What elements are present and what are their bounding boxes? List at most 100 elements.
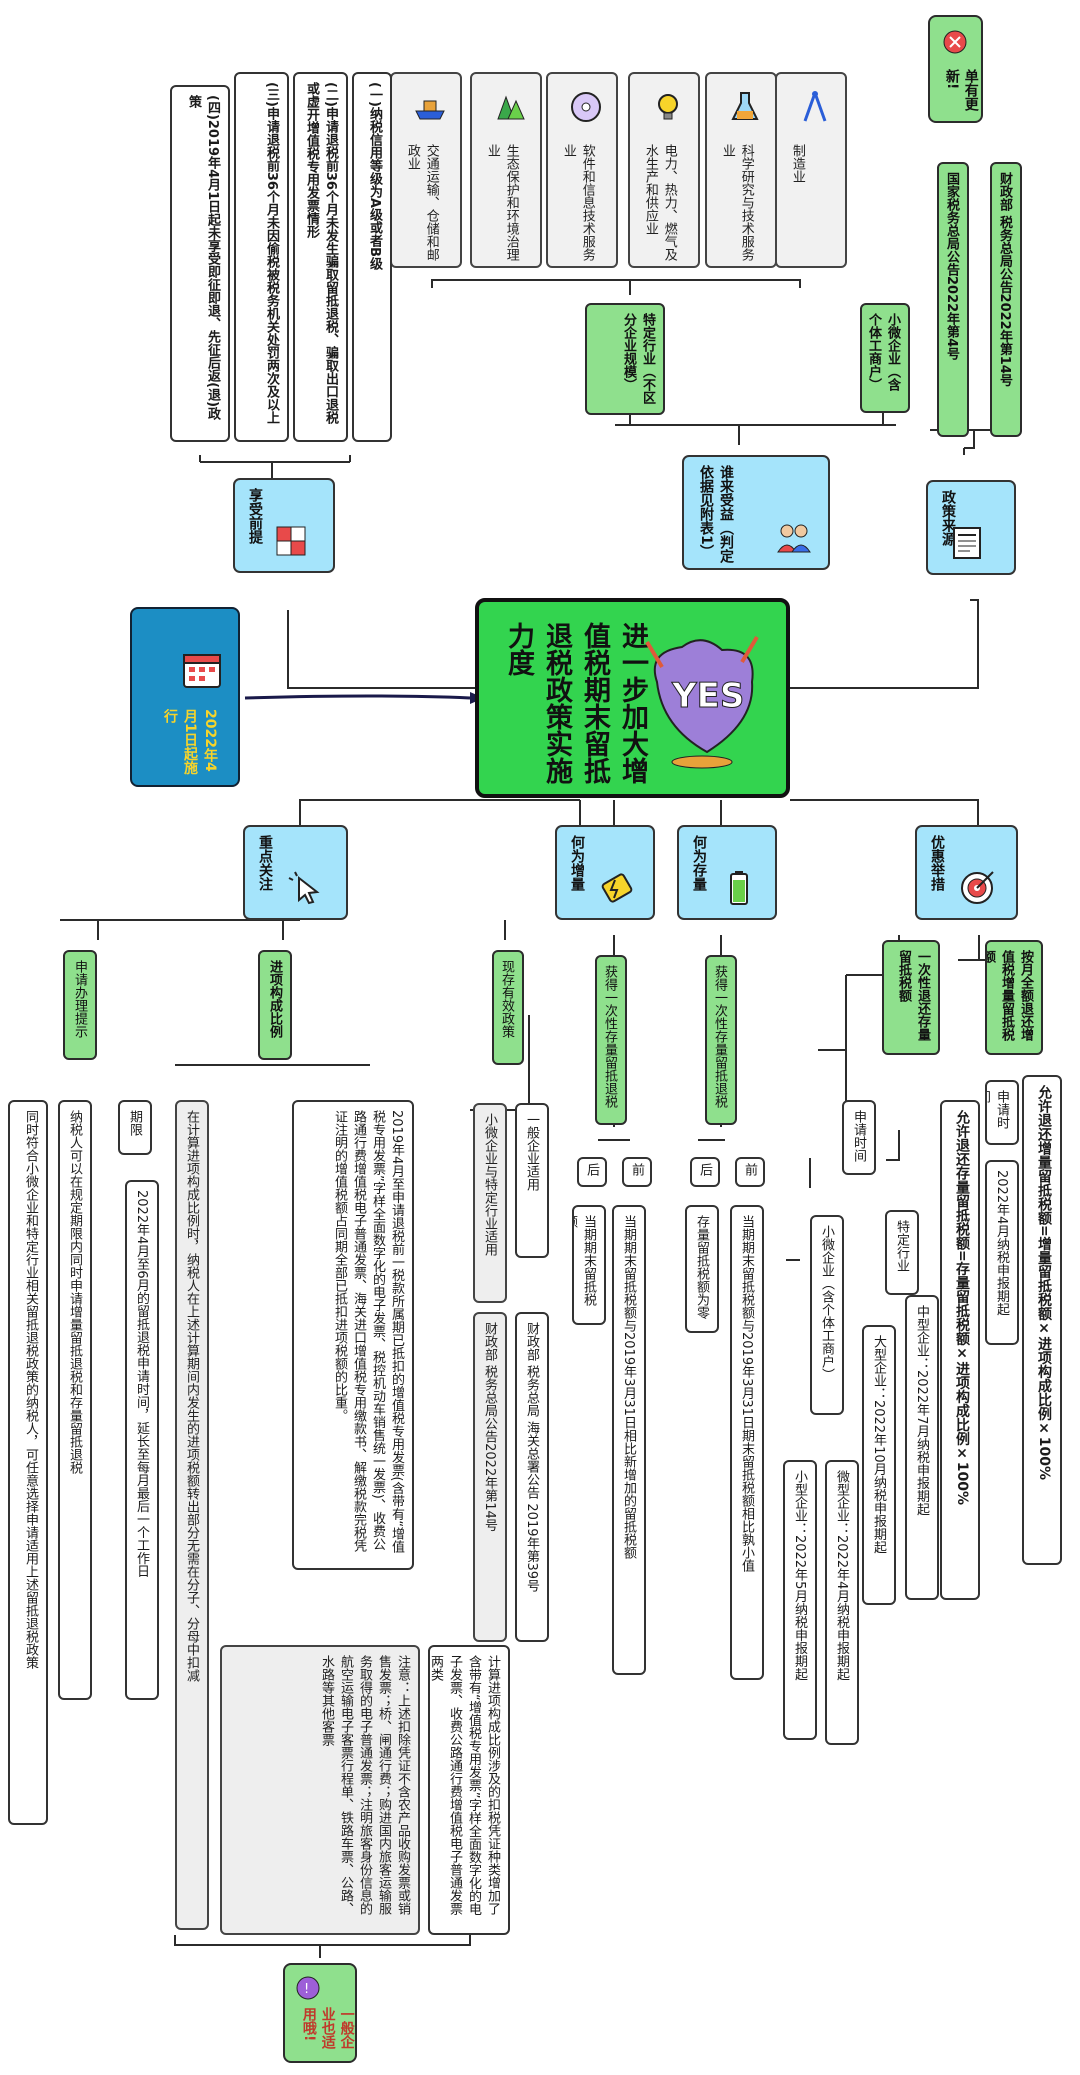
- measure-micro-enterprise: 微型企业：2022年4月纳税申报期起: [825, 1460, 859, 1745]
- stock-head: 获得一次性存量留抵退税: [705, 955, 737, 1125]
- focus-existing-policy: 现存有效政策: [492, 950, 524, 1065]
- start-date-label: 2022年4月1日起施行: [162, 709, 218, 775]
- focus-general-enterprise: 一般企业适用: [515, 1103, 549, 1258]
- focus-small-specific: 小微企业与特定行业适用: [473, 1103, 507, 1303]
- focus-general-doc: 财政部 税务总局 海关总署公告 2019年第39号: [515, 1312, 549, 1642]
- industry-3: 电力、热力、燃气及水生产和供应业: [628, 72, 700, 268]
- general-enterprise-sticker: ! 一般企业也适用哦!: [283, 1963, 357, 2063]
- battery-icon: [730, 871, 748, 905]
- measure-small-micro: 小微企业（含个体工商户）: [810, 1215, 844, 1415]
- node-who-benefits: 谁来受益（判定依据见附表1）: [682, 455, 830, 570]
- node-policy-source: 政策来源: [926, 480, 1016, 575]
- central-topic: 进一步加大增值税期末留抵退税政策实施力度 YES: [475, 598, 790, 798]
- flask-icon: [731, 92, 759, 120]
- focus-ratio-definition: 2019年4月至申请退税前一税款所属期已抵扣的增值税专用发票(含带有“增值税专用…: [292, 1100, 414, 1570]
- stock-before-text: 当期期末留抵税额与2019年3月31日期末留抵税额相比孰小值: [730, 1205, 764, 1680]
- measure-increment-formula: 允许退还增量留抵税额=增量留抵税额×进项构成比例×100%: [1022, 1075, 1062, 1565]
- puzzle-icon: [276, 526, 306, 556]
- premise-item-3: (三)申请退税前36个月未因偷税被税务机关处罚两次及以上: [234, 72, 289, 442]
- node-measures-label: 优惠举措: [929, 835, 945, 891]
- increment-after-text: 当期期末留抵税额: [572, 1205, 606, 1325]
- who-specific-industry: 特定行业（不区分企业规模）: [585, 303, 665, 415]
- focus-tip-1: 纳税人可以在规定期限内同时申请增量留抵退税和存量留抵退税: [58, 1100, 92, 1700]
- industry-label: 科学研究与技术服务业: [719, 144, 754, 261]
- node-policy-source-label: 政策来源: [940, 490, 956, 546]
- update-sticker-label: 申请表单有更新!: [943, 69, 979, 111]
- industry-1: 制造业: [775, 72, 847, 268]
- measure-apply-time-value: 2022年4月纳税申报期起: [985, 1160, 1019, 1345]
- measure-apply-time-label: 申请时间: [985, 1080, 1019, 1145]
- focus-small-specific-doc: 财政部 税务总局公告2022年第14号: [473, 1312, 507, 1642]
- svg-text:YES: YES: [671, 676, 744, 716]
- node-increment: 何为增量: [555, 825, 655, 920]
- measure-small-enterprise: 小型企业：2022年5月纳税申报期起: [783, 1460, 817, 1740]
- measure-specific-industry: 特定行业: [885, 1210, 919, 1295]
- who-small-enterprise: 小微企业（含个体工商户）: [860, 303, 910, 413]
- industry-5: 生态保护和环境治理业: [470, 72, 542, 268]
- increment-after-tag: 后: [577, 1157, 607, 1187]
- stock-after-text: 存量留抵税额为零: [685, 1205, 719, 1333]
- focus-ratio-period: 在计算进项构成比例时，纳税人在上述计算期间内发生的进项税额转出部分无需在分子、分…: [175, 1100, 209, 1930]
- industry-label: 软件和信息技术服务业: [560, 144, 595, 261]
- node-who-benefits-label: 谁来受益（判定依据见附表1）: [698, 465, 734, 563]
- measure-increment-head: 按月全额退还增值税增量留抵税额: [985, 940, 1043, 1055]
- premise-item-4: (四)2019年4月1日起未享受即征即退、先征后返(退)政策: [170, 85, 230, 442]
- focus-ratio-note: 注意：上述扣除凭证不含农产品收购发票或销售发票；桥、闸通行费；购进国内旅客运输服…: [220, 1645, 420, 1935]
- svg-text:!: !: [304, 1982, 309, 1997]
- node-premise: 享受前提: [233, 478, 335, 573]
- start-date-box: 2022年4月1日起施行: [130, 607, 240, 787]
- industry-2: 科学研究与技术服务业: [705, 72, 777, 268]
- newspaper-icon: [953, 527, 981, 559]
- tree-icon: [497, 95, 525, 120]
- measure-stock-head: 一次性退还存量留抵税额: [882, 940, 940, 1055]
- yes-heart-icon: YES: [645, 635, 759, 769]
- calendar-icon: [183, 654, 221, 688]
- measure-stock-formula: 允许退还存量留抵税额=存量留抵税额×进项构成比例×100%: [940, 1100, 980, 1600]
- focus-period-text: 2022年4月至6月的留抵退税申请时间，延长至每月最后一个工作日: [125, 1180, 159, 1700]
- increment-head: 获得一次性存量留抵退税: [595, 955, 627, 1125]
- node-increment-label: 何为增量: [569, 835, 585, 891]
- update-sticker: 申请表单有更新!: [928, 15, 983, 123]
- premise-item-2: (二)申请退税前36个月未发生骗取留抵退税、骗取出口退税或虚开增值税专用发票情形: [293, 72, 348, 442]
- premise-item-1: (一)纳税信用等级为A级或者B级: [352, 72, 392, 442]
- measure-medium-enterprise: 中型企业：2022年7月纳税申报期起: [905, 1295, 939, 1600]
- focus-input-ratio: 进项构成比例: [258, 950, 292, 1060]
- measure-large-enterprise: 大型企业：2022年10月纳税申报期起: [862, 1325, 896, 1605]
- focus-tip-2: 同时符合小微企业和特定行业相关留抵退税政策的纳税人，可任意选择申请适用上述留抵退…: [8, 1100, 48, 1825]
- cursor-click-icon: [288, 871, 320, 905]
- node-focus-label: 重点关注: [257, 835, 273, 891]
- disc-icon: [571, 92, 601, 122]
- alert-icon: [943, 30, 967, 54]
- node-stock: 何为存量: [677, 825, 777, 920]
- compass-icon: [803, 91, 827, 122]
- increment-before-text: 当期期末留抵税额与2019年3月31日相比新增加的留抵税额: [612, 1205, 646, 1675]
- node-premise-label: 享受前提: [247, 488, 263, 544]
- stock-after-tag: 后: [690, 1157, 720, 1187]
- industry-label: 生态保护和环境治理业: [484, 144, 519, 261]
- industry-label: 交通运输、仓储和邮政业: [404, 144, 439, 261]
- general-enterprise-sticker-label: 一般企业也适用哦!: [300, 2007, 355, 2049]
- ship-icon: [415, 100, 445, 120]
- node-focus: 重点关注: [243, 825, 348, 920]
- industry-6: 交通运输、仓储和邮政业: [390, 72, 462, 268]
- focus-apply-tip: 申请办理提示: [63, 950, 97, 1060]
- node-measures: 优惠举措: [915, 825, 1018, 920]
- policy-doc-2022-14: 财政部 税务总局公告2022年第14号: [990, 162, 1022, 437]
- industry-4: 软件和信息技术服务业: [546, 72, 618, 268]
- focus-ratio-calc: 计算进项构成比例涉及的扣税凭证种类增加了含带有“增值税专用发票”字样全面数字化的…: [428, 1645, 510, 1935]
- info-icon: !: [296, 1976, 320, 2000]
- node-stock-label: 何为存量: [691, 835, 707, 891]
- measure-apply-time-label-2: 申请时间: [842, 1100, 876, 1175]
- industry-label: 电力、热力、燃气及水生产和供应业: [642, 144, 677, 261]
- battery-charging-icon: [601, 873, 633, 903]
- central-title: 进一步加大增值税期末留抵退税政策实施力度: [503, 622, 648, 784]
- focus-period-label: 期限: [118, 1100, 152, 1155]
- lightbulb-icon: [658, 94, 678, 120]
- increment-before-tag: 前: [622, 1157, 652, 1187]
- policy-doc-2022-4: 国家税务总局公告2022年第4号: [937, 162, 969, 437]
- industry-label: 制造业: [789, 144, 805, 183]
- people-icon: [777, 524, 811, 553]
- stock-before-tag: 前: [735, 1157, 765, 1187]
- target-icon: [961, 871, 994, 904]
